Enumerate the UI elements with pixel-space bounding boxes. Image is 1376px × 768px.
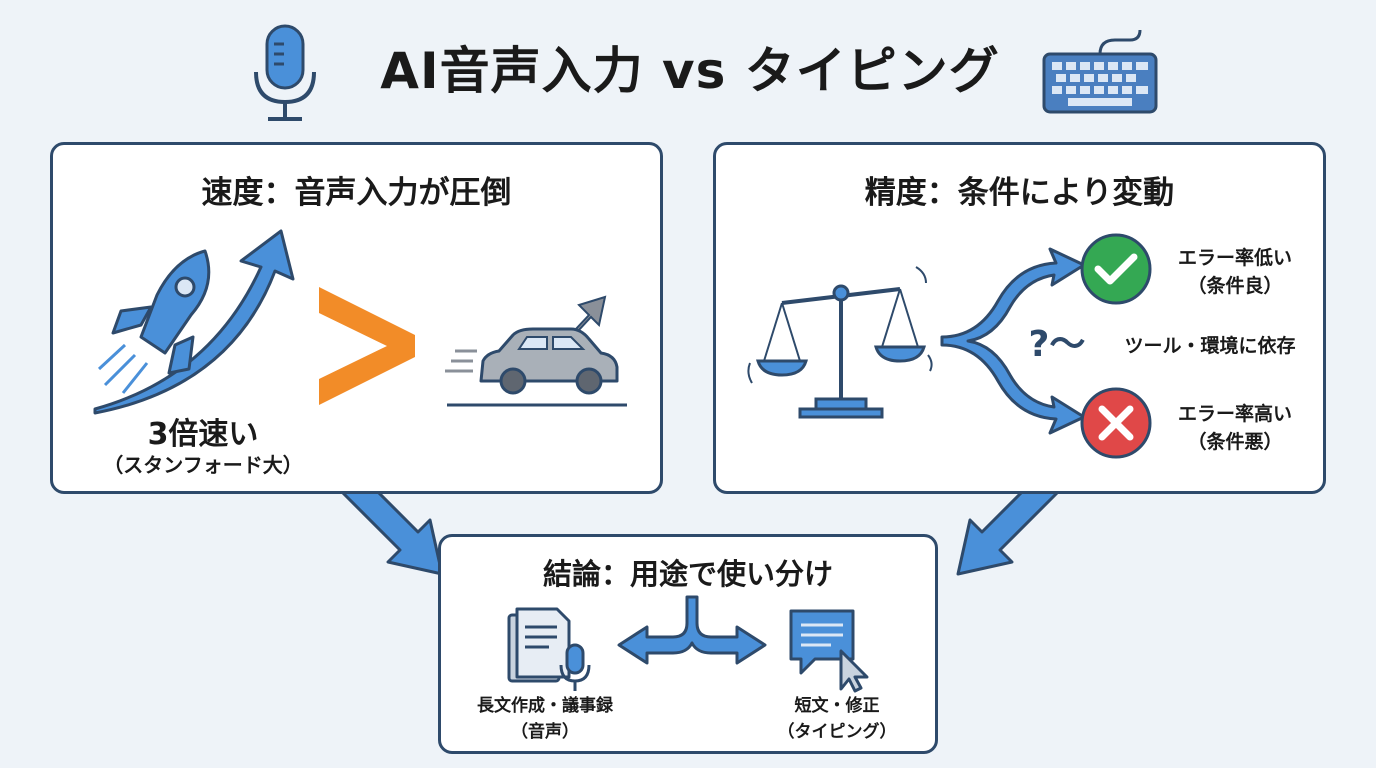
accuracy-panel: 精度：条件により変動 エラー率低い （条件良） ?～ ツール・環境に依存 エラー… (713, 142, 1326, 494)
accuracy-good-line1: エラー率低い (1177, 247, 1292, 269)
speed-panel: 速度：音声入力が圧倒 3倍速い （スタンフォード大） (50, 142, 663, 494)
question-tilde-mark: ?～ (1028, 324, 1086, 365)
conclusion-voice-line1: 長文作成・議事録 (477, 696, 613, 716)
rising-arrow-icon (93, 229, 295, 415)
balance-scale-icon (747, 266, 933, 419)
branch-arrows (940, 247, 1086, 435)
accuracy-heading: 精度：条件により変動 (864, 175, 1175, 211)
split-arrows (617, 595, 767, 665)
page-title: AI音声入力 vs タイピング (380, 42, 1000, 100)
document-mic-icon (507, 607, 591, 691)
car-icon (445, 295, 627, 407)
check-circle-icon (1080, 233, 1152, 305)
chat-cursor-icon (789, 609, 869, 693)
keyboard-icon (1042, 29, 1158, 114)
conclusion-typing-line2: （タイピング） (777, 722, 897, 742)
accuracy-bad-line1: エラー率高い (1177, 403, 1292, 425)
cross-circle-icon (1080, 387, 1152, 459)
speed-result: 3倍速い (147, 417, 259, 452)
microphone-icon (254, 24, 316, 121)
accuracy-good-line2: （条件良） (1187, 275, 1283, 297)
conclusion-typing-line1: 短文・修正 (794, 696, 880, 716)
greater-than-icon (319, 287, 415, 405)
rocket-icon (97, 249, 211, 394)
conclusion-voice-line2: （音声） (511, 722, 579, 742)
speed-heading: 速度：音声入力が圧倒 (201, 175, 512, 211)
accuracy-bad-line2: （条件悪） (1187, 431, 1283, 453)
speed-source: （スタンフォード大） (103, 453, 303, 477)
conclusion-panel: 結論：用途で使い分け 長文作成・議事録 （音声） 短文・修正 （タイピング） (438, 534, 938, 754)
conclusion-heading: 結論：用途で使い分け (542, 557, 833, 591)
arrow-accuracy-to-conclusion (956, 470, 1062, 576)
accuracy-depends-text: ツール・環境に依存 (1124, 335, 1296, 357)
